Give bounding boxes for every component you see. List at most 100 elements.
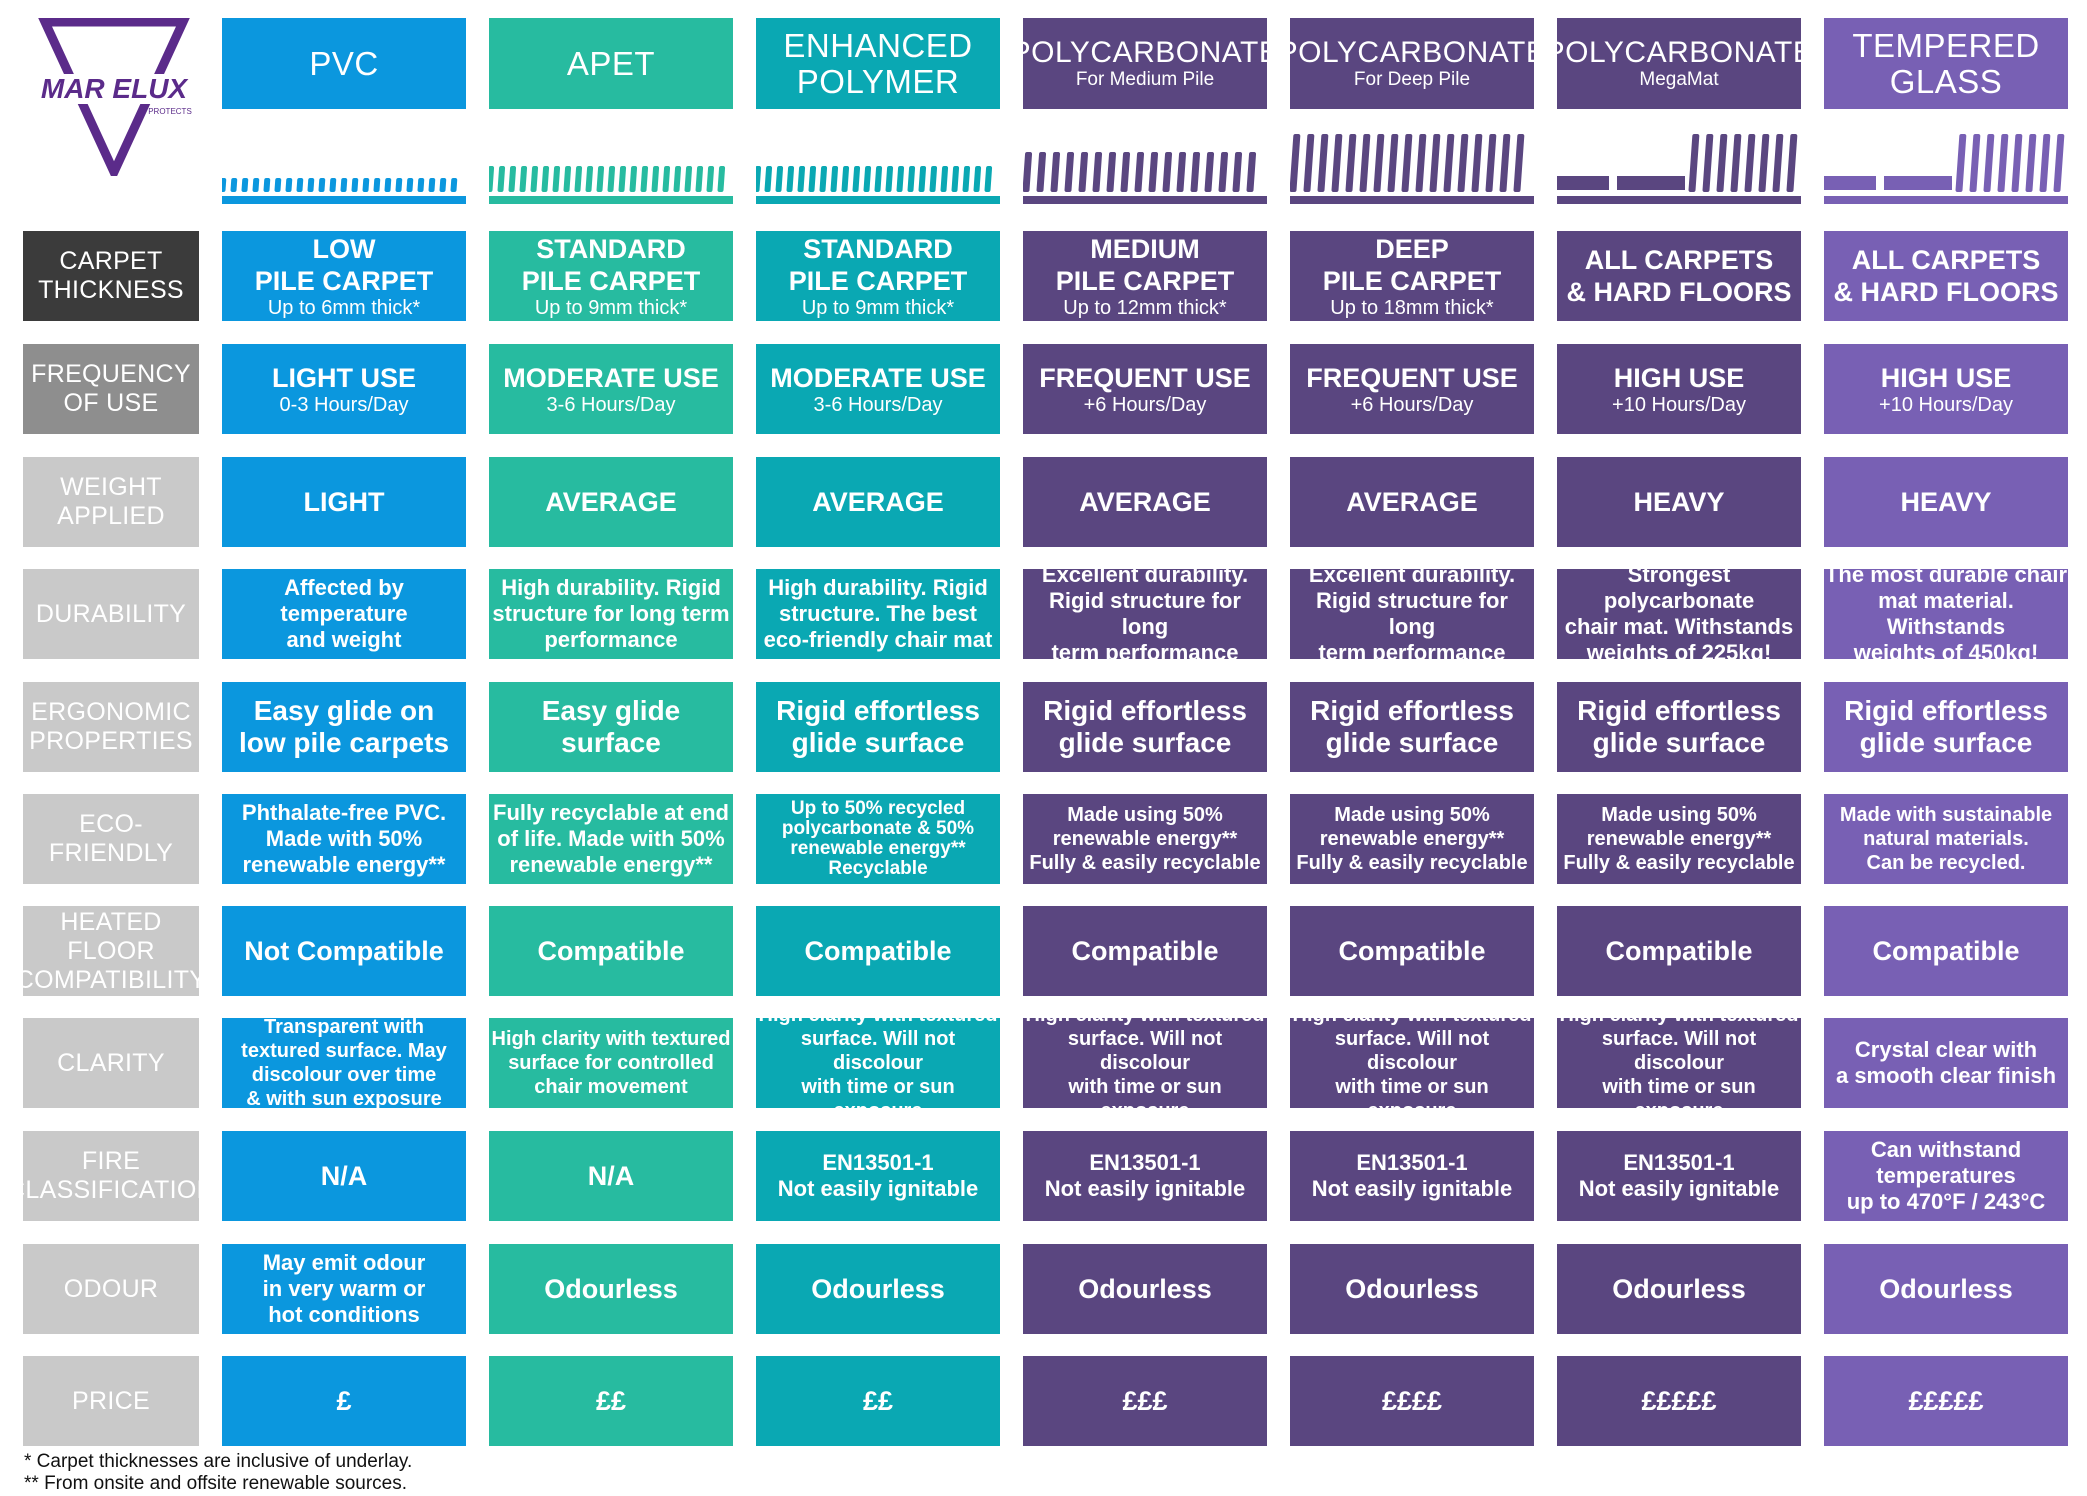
table-cell: £££	[1023, 1356, 1267, 1446]
row-label: ERGONOMIC PROPERTIES	[23, 682, 199, 772]
table-cell: Compatible	[1023, 906, 1267, 996]
cell-value: Compatible	[1872, 936, 2020, 966]
table-cell: ALL CARPETS & HARD FLOORS	[1824, 231, 2068, 321]
cell-value: EN13501-1 Not easily ignitable	[1311, 1150, 1513, 1201]
cell-value: Fully recyclable at end of life. Made wi…	[493, 800, 729, 877]
cell-value: HEAVY	[1900, 487, 1992, 517]
table-cell: EN13501-1 Not easily ignitable	[1557, 1131, 1801, 1221]
table-cell: Odourless	[1824, 1244, 2068, 1334]
cell-value: Compatible	[804, 936, 952, 966]
table-cell: Compatible	[1557, 906, 1801, 996]
table-cell: Odourless	[1557, 1244, 1801, 1334]
carpet-pile-icon	[1824, 134, 2068, 204]
table-cell: EN13501-1 Not easily ignitable	[1290, 1131, 1534, 1221]
carpet-pile-icon	[222, 178, 466, 204]
cell-note: 3-6 Hours/Day	[546, 393, 676, 416]
table-cell: High durability. Rigid structure for lon…	[489, 569, 733, 659]
cell-value: Odourless	[1345, 1274, 1479, 1304]
cell-value: Easy glide surface	[541, 695, 681, 758]
table-cell: N/A	[489, 1131, 733, 1221]
cell-note: Up to 9mm thick*	[801, 296, 955, 319]
cell-value: High clarity with textured surface. Will…	[1026, 1018, 1265, 1108]
table-cell: Up to 50% recycled polycarbonate & 50% r…	[756, 794, 1000, 884]
cell-value: Strongest polycarbonate chair mat. Withs…	[1564, 569, 1794, 659]
table-cell: Compatible	[1824, 906, 2068, 996]
cell-value: Rigid effortless glide surface	[1043, 695, 1247, 758]
cell-value: Made using 50% renewable energy** Fully …	[1296, 804, 1528, 874]
column-header-enhanced: ENHANCED POLYMER	[756, 18, 1000, 109]
table-cell: ALL CARPETS & HARD FLOORS	[1557, 231, 1801, 321]
column-header-apet: APET	[489, 18, 733, 109]
table-cell: May emit odour in very warm or hot condi…	[222, 1244, 466, 1334]
column-title: APET	[566, 44, 656, 82]
cell-value: Up to 50% recycled polycarbonate & 50% r…	[781, 798, 975, 879]
row-label: PRICE	[23, 1356, 199, 1446]
table-cell: FREQUENT USE+6 Hours/Day	[1023, 344, 1267, 434]
table-cell: HEAVY	[1557, 457, 1801, 547]
carpet-pile-icon	[1023, 152, 1267, 204]
table-cell: Odourless	[756, 1244, 1000, 1334]
cell-value: Odourless	[811, 1274, 945, 1304]
cell-value: LIGHT USE	[271, 362, 416, 393]
table-cell: Affected by temperature and weight	[222, 569, 466, 659]
cell-value: Transparent with textured surface. May d…	[241, 1018, 447, 1108]
table-cell: Compatible	[1290, 906, 1534, 996]
row-label: ODOUR	[23, 1244, 199, 1334]
cell-value: AVERAGE	[1079, 487, 1211, 517]
column-title: ENHANCED POLYMER	[783, 26, 973, 100]
row-label: ECO-FRIENDLY	[23, 794, 199, 884]
row-label: CLARITY	[23, 1018, 199, 1108]
cell-value: Phthalate-free PVC. Made with 50% renewa…	[241, 800, 447, 877]
cell-value: High durability. Rigid structure. The be…	[763, 575, 993, 652]
cell-value: DEEP PILE CARPET	[1322, 233, 1502, 296]
table-cell: Excellent durability. Rigid structure fo…	[1290, 569, 1534, 659]
cell-note: Up to 9mm thick*	[534, 296, 688, 319]
cell-note: +10 Hours/Day	[1879, 393, 2013, 416]
cell-value: Compatible	[1605, 936, 1753, 966]
column-title: TEMPERED GLASS	[1852, 26, 2040, 100]
cell-value: MEDIUM PILE CARPET	[1055, 233, 1235, 296]
cell-value: Rigid effortless glide surface	[1844, 695, 2048, 758]
table-cell: N/A	[222, 1131, 466, 1221]
cell-value: Rigid effortless glide surface	[776, 695, 980, 758]
table-cell: Rigid effortless glide surface	[756, 682, 1000, 772]
cell-value: Compatible	[537, 936, 685, 966]
column-subtitle: For Medium Pile	[1075, 69, 1215, 90]
carpet-pile-icon	[1557, 134, 1801, 204]
brand-logo: MAR ELUX PROTECTS	[20, 17, 208, 183]
row-label: CARPET THICKNESS	[23, 231, 199, 321]
row-label: DURABILITY	[23, 569, 199, 659]
column-subtitle: For Deep Pile	[1353, 69, 1471, 90]
cell-note: +6 Hours/Day	[1083, 393, 1207, 416]
cell-note: +6 Hours/Day	[1350, 393, 1474, 416]
table-cell: FREQUENT USE+6 Hours/Day	[1290, 344, 1534, 434]
cell-value: N/A	[320, 1161, 368, 1191]
cell-value: The most durable chair mat material. Wit…	[1824, 569, 2068, 659]
row-label: HEATED FLOOR COMPATIBILITY	[23, 906, 199, 996]
cell-value: HIGH USE	[1880, 362, 2012, 393]
cell-value: FREQUENT USE	[1306, 362, 1518, 393]
cell-note: 0-3 Hours/Day	[279, 393, 409, 416]
table-cell: Rigid effortless glide surface	[1290, 682, 1534, 772]
table-cell: Made using 50% renewable energy** Fully …	[1023, 794, 1267, 884]
table-cell: ££	[489, 1356, 733, 1446]
cell-value: HEAVY	[1633, 487, 1725, 517]
cell-value: EN13501-1 Not easily ignitable	[1578, 1150, 1780, 1201]
cell-value: Odourless	[1612, 1274, 1746, 1304]
cell-value: High clarity with textured surface. Will…	[759, 1018, 998, 1108]
brand-name: MAR ELUX	[41, 73, 190, 104]
table-cell: Made with sustainable natural materials.…	[1824, 794, 2068, 884]
table-cell: £	[222, 1356, 466, 1446]
table-cell: AVERAGE	[1023, 457, 1267, 547]
table-cell: Made using 50% renewable energy** Fully …	[1290, 794, 1534, 884]
cell-value: Odourless	[544, 1274, 678, 1304]
table-cell: The most durable chair mat material. Wit…	[1824, 569, 2068, 659]
table-cell: Odourless	[1023, 1244, 1267, 1334]
table-cell: Rigid effortless glide surface	[1557, 682, 1801, 772]
